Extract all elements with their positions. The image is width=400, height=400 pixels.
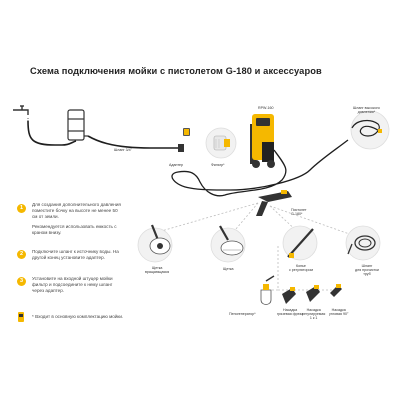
spray-lance-icon — [282, 225, 318, 261]
adapter-icon — [178, 128, 190, 152]
filter-icon — [205, 127, 237, 159]
hose-label: Шланг 3/4" — [114, 148, 132, 152]
rotating-brush-icon — [137, 224, 173, 263]
filter-label: Фильтр* — [211, 163, 225, 167]
step-3-badge: 3 — [17, 277, 26, 286]
nozzle-adjustable-icon — [306, 285, 320, 302]
foam-generator-icon — [260, 275, 275, 305]
spray-gun-icon — [256, 190, 292, 216]
brush-label: Щетка — [223, 267, 234, 271]
step-1-text: Для создания дополнительного давления по… — [32, 202, 121, 235]
model-label: RPW-160 — [258, 106, 274, 110]
footnote: * Входит в основную комплектацию мойки. — [32, 314, 124, 319]
nozzle-angle-icon — [330, 284, 342, 297]
adapter-label: Адаптер — [169, 163, 184, 167]
nozzle-turbo-icon — [282, 287, 296, 304]
pressure-washer-mini-icon — [18, 312, 24, 322]
faucet-icon — [13, 105, 29, 121]
brush-icon — [210, 225, 246, 263]
high-pressure-hose-line — [171, 139, 349, 197]
step-3-text: Установите на входной штуцер мойки фильт… — [32, 276, 113, 293]
drain-cleaning-hose-icon — [345, 225, 381, 261]
barrel-icon — [67, 109, 88, 141]
accessory-connector-lines — [157, 202, 356, 291]
step-1-badge: 1 — [17, 204, 26, 213]
step-2-badge: 2 — [17, 250, 26, 259]
foam-generator-label: Пеногенератор* — [229, 312, 256, 316]
water-hose-line — [27, 120, 178, 149]
step-2-text: Подключите шланг к источнику воды. На др… — [32, 249, 119, 260]
page-title: Схема подключения мойки с пистолетом G-1… — [30, 66, 322, 76]
pressure-washer-icon — [250, 114, 275, 168]
high-pressure-hose-coil-icon — [350, 110, 390, 150]
